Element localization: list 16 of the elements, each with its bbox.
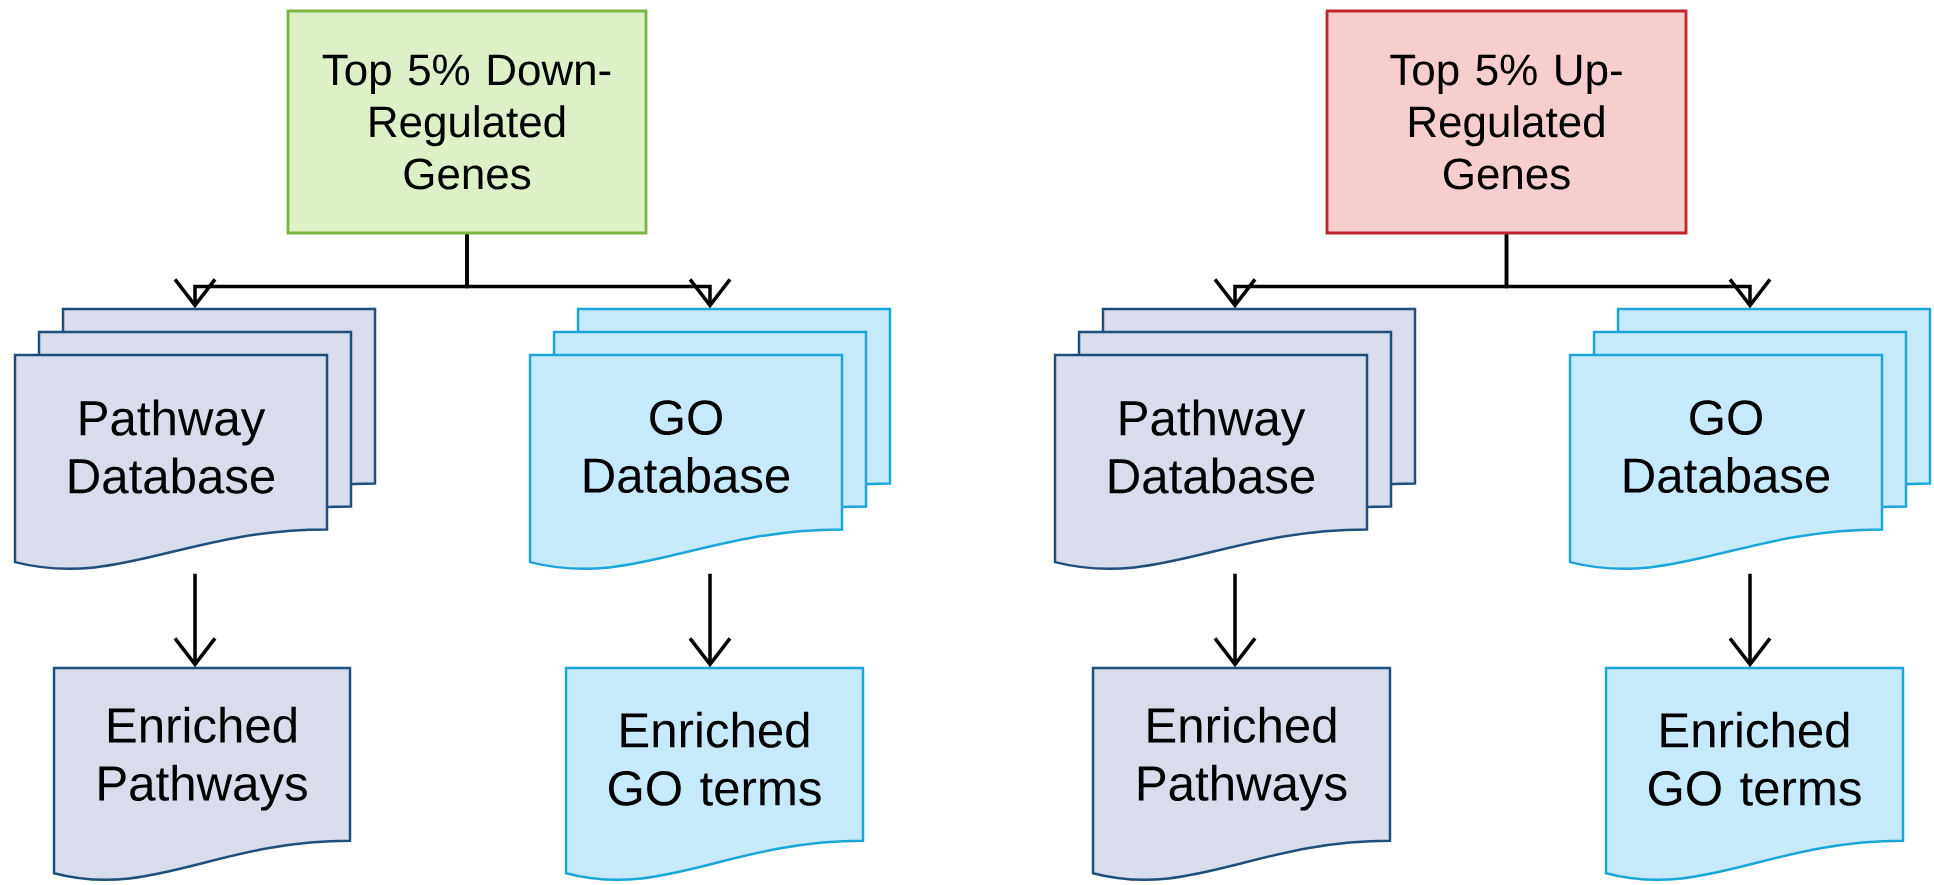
arrow (688, 573, 732, 668)
arrow (1728, 573, 1772, 668)
database-stack: Pathway Database (1053, 307, 1417, 570)
result-document: Enriched GO terms (1604, 666, 1905, 882)
database-stack: GO Database (528, 307, 892, 570)
gene-set-box: Top 5% Up-Regulated Genes (1325, 9, 1688, 235)
result-document: Enriched GO terms (564, 666, 865, 882)
gene-set-box: Top 5% Down-Regulated Genes (286, 9, 648, 235)
arrow (1504, 234, 1772, 309)
arrow (1213, 573, 1257, 668)
result-document: Enriched Pathways (1091, 666, 1392, 882)
arrow (465, 234, 732, 309)
arrow (173, 573, 217, 668)
result-document: Enriched Pathways (52, 666, 352, 882)
database-stack: GO Database (1568, 307, 1932, 570)
database-stack: Pathway Database (13, 307, 377, 570)
